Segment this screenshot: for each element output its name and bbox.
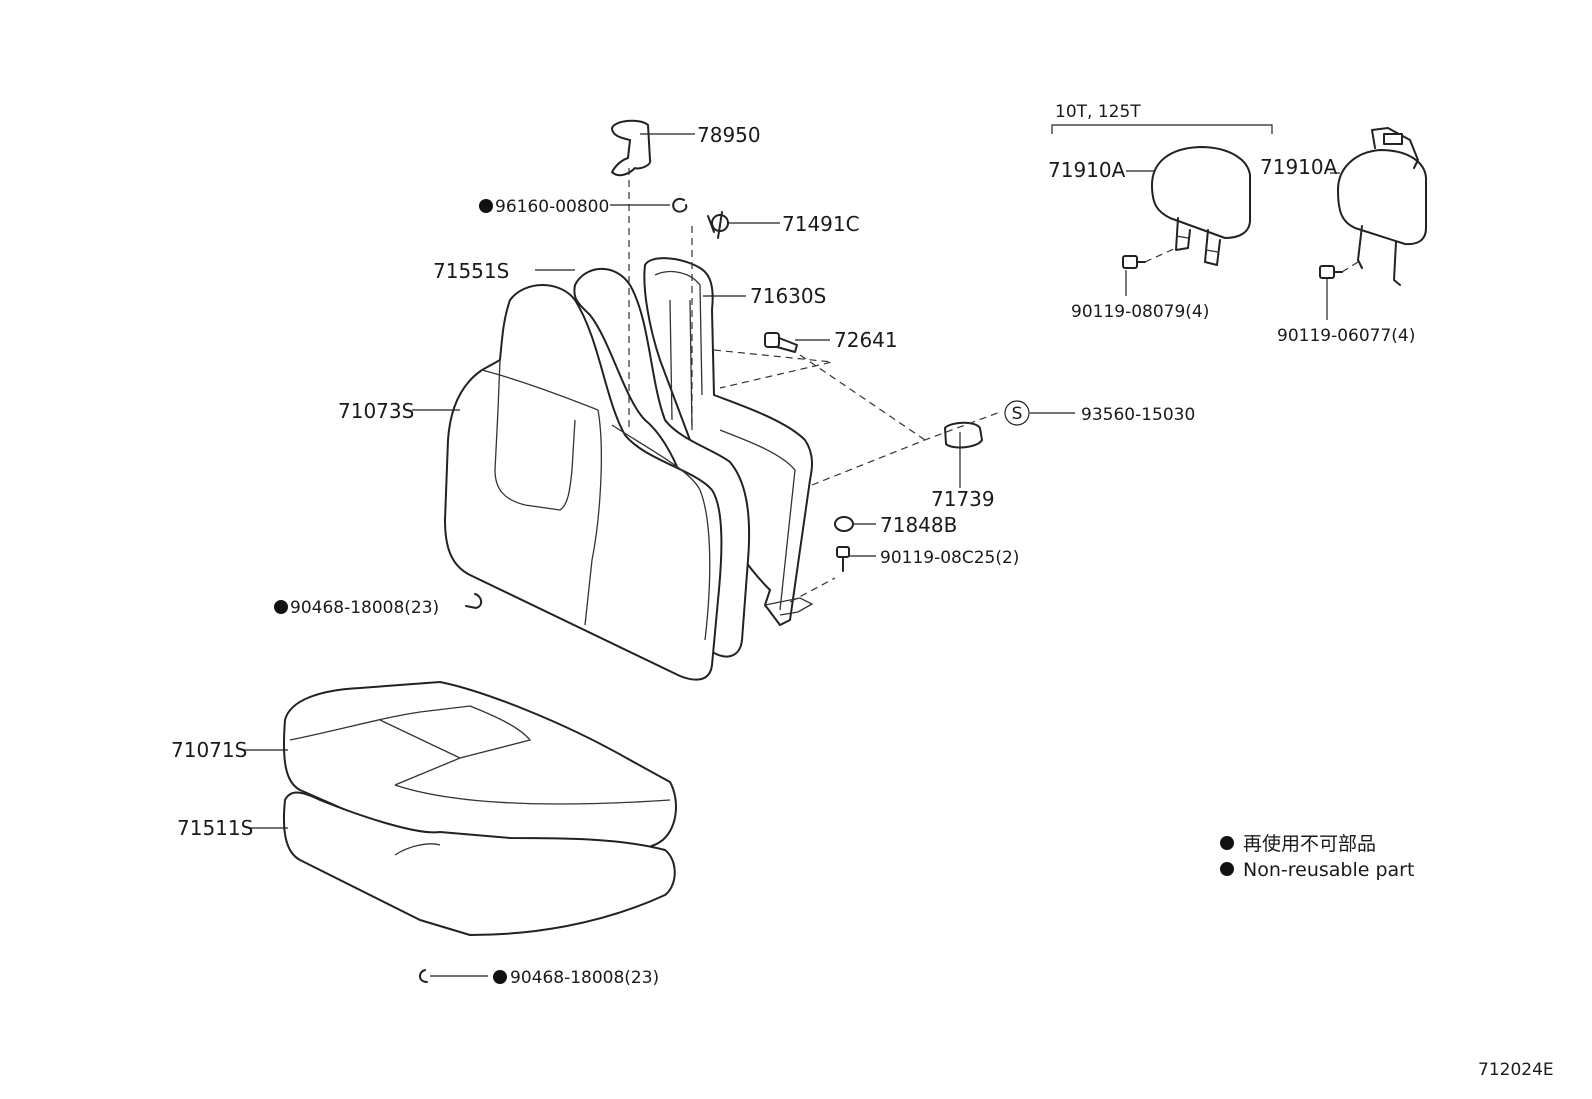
label-71630s: 71630S: [750, 284, 826, 308]
label-71848b: 71848B: [880, 513, 957, 537]
label-71071s: 71071S: [171, 738, 247, 762]
hinge-cover: [944, 421, 983, 449]
label-71511s: 71511S: [177, 816, 253, 840]
seat-back-cover: [444, 284, 723, 681]
non-reusable-dot-90468-top: [274, 600, 288, 614]
bolt-72641: [764, 332, 798, 353]
label-90468-18008-top: 90468-18008(23): [290, 598, 439, 618]
headrest-right: [1337, 127, 1427, 286]
label-90468-18008-bottom: 90468-18008(23): [510, 968, 659, 988]
cap-71848b: [834, 516, 854, 532]
circled-s-letter: S: [1012, 404, 1023, 424]
non-reusable-dot-96160: [479, 199, 493, 213]
lock-lever: [611, 119, 652, 177]
label-96160-00800: 96160-00800: [495, 197, 609, 217]
label-90119-06077: 90119-06077(4): [1277, 326, 1415, 346]
label-71910a-left: 71910A: [1048, 158, 1126, 182]
seat-cushion-pad: [282, 791, 676, 936]
label-71491c: 71491C: [782, 212, 860, 236]
label-71739: 71739: [931, 487, 995, 511]
label-71910a-right: 71910A: [1260, 155, 1338, 179]
label-90119-08079: 90119-08079(4): [1071, 302, 1209, 322]
diagram-id: 712024E: [1478, 1060, 1554, 1080]
label-variant: 10T, 125T: [1055, 102, 1141, 122]
legend-dot-2: [1220, 862, 1234, 876]
bolt-90119-08c25: [836, 546, 850, 572]
label-90119-08c25: 90119-08C25(2): [880, 548, 1019, 568]
clip-ring: [672, 198, 688, 213]
legend-text-english: Non-reusable part: [1243, 859, 1414, 881]
label-71073s: 71073S: [338, 399, 414, 423]
circled-s-symbol: [1004, 400, 1030, 426]
screw-90119-08079: [1122, 255, 1146, 269]
hog-ring-top: [465, 593, 483, 609]
hog-ring-bottom: [419, 969, 428, 983]
leader-lines: [244, 133, 1340, 977]
screw-90119-06077: [1319, 265, 1343, 279]
label-93560-15030: 93560-15030: [1081, 405, 1195, 425]
label-71551s: 71551S: [433, 259, 509, 283]
label-72641: 72641: [834, 328, 898, 352]
legend-text-japanese: 再使用不可部品: [1243, 833, 1376, 855]
label-78950: 78950: [697, 123, 761, 147]
non-reusable-dot-90468-bottom: [493, 970, 507, 984]
headrest-guide: [707, 211, 729, 239]
variant-bracket: [1051, 124, 1273, 134]
legend-dot-1: [1220, 836, 1234, 850]
headrest-left: [1151, 146, 1251, 266]
